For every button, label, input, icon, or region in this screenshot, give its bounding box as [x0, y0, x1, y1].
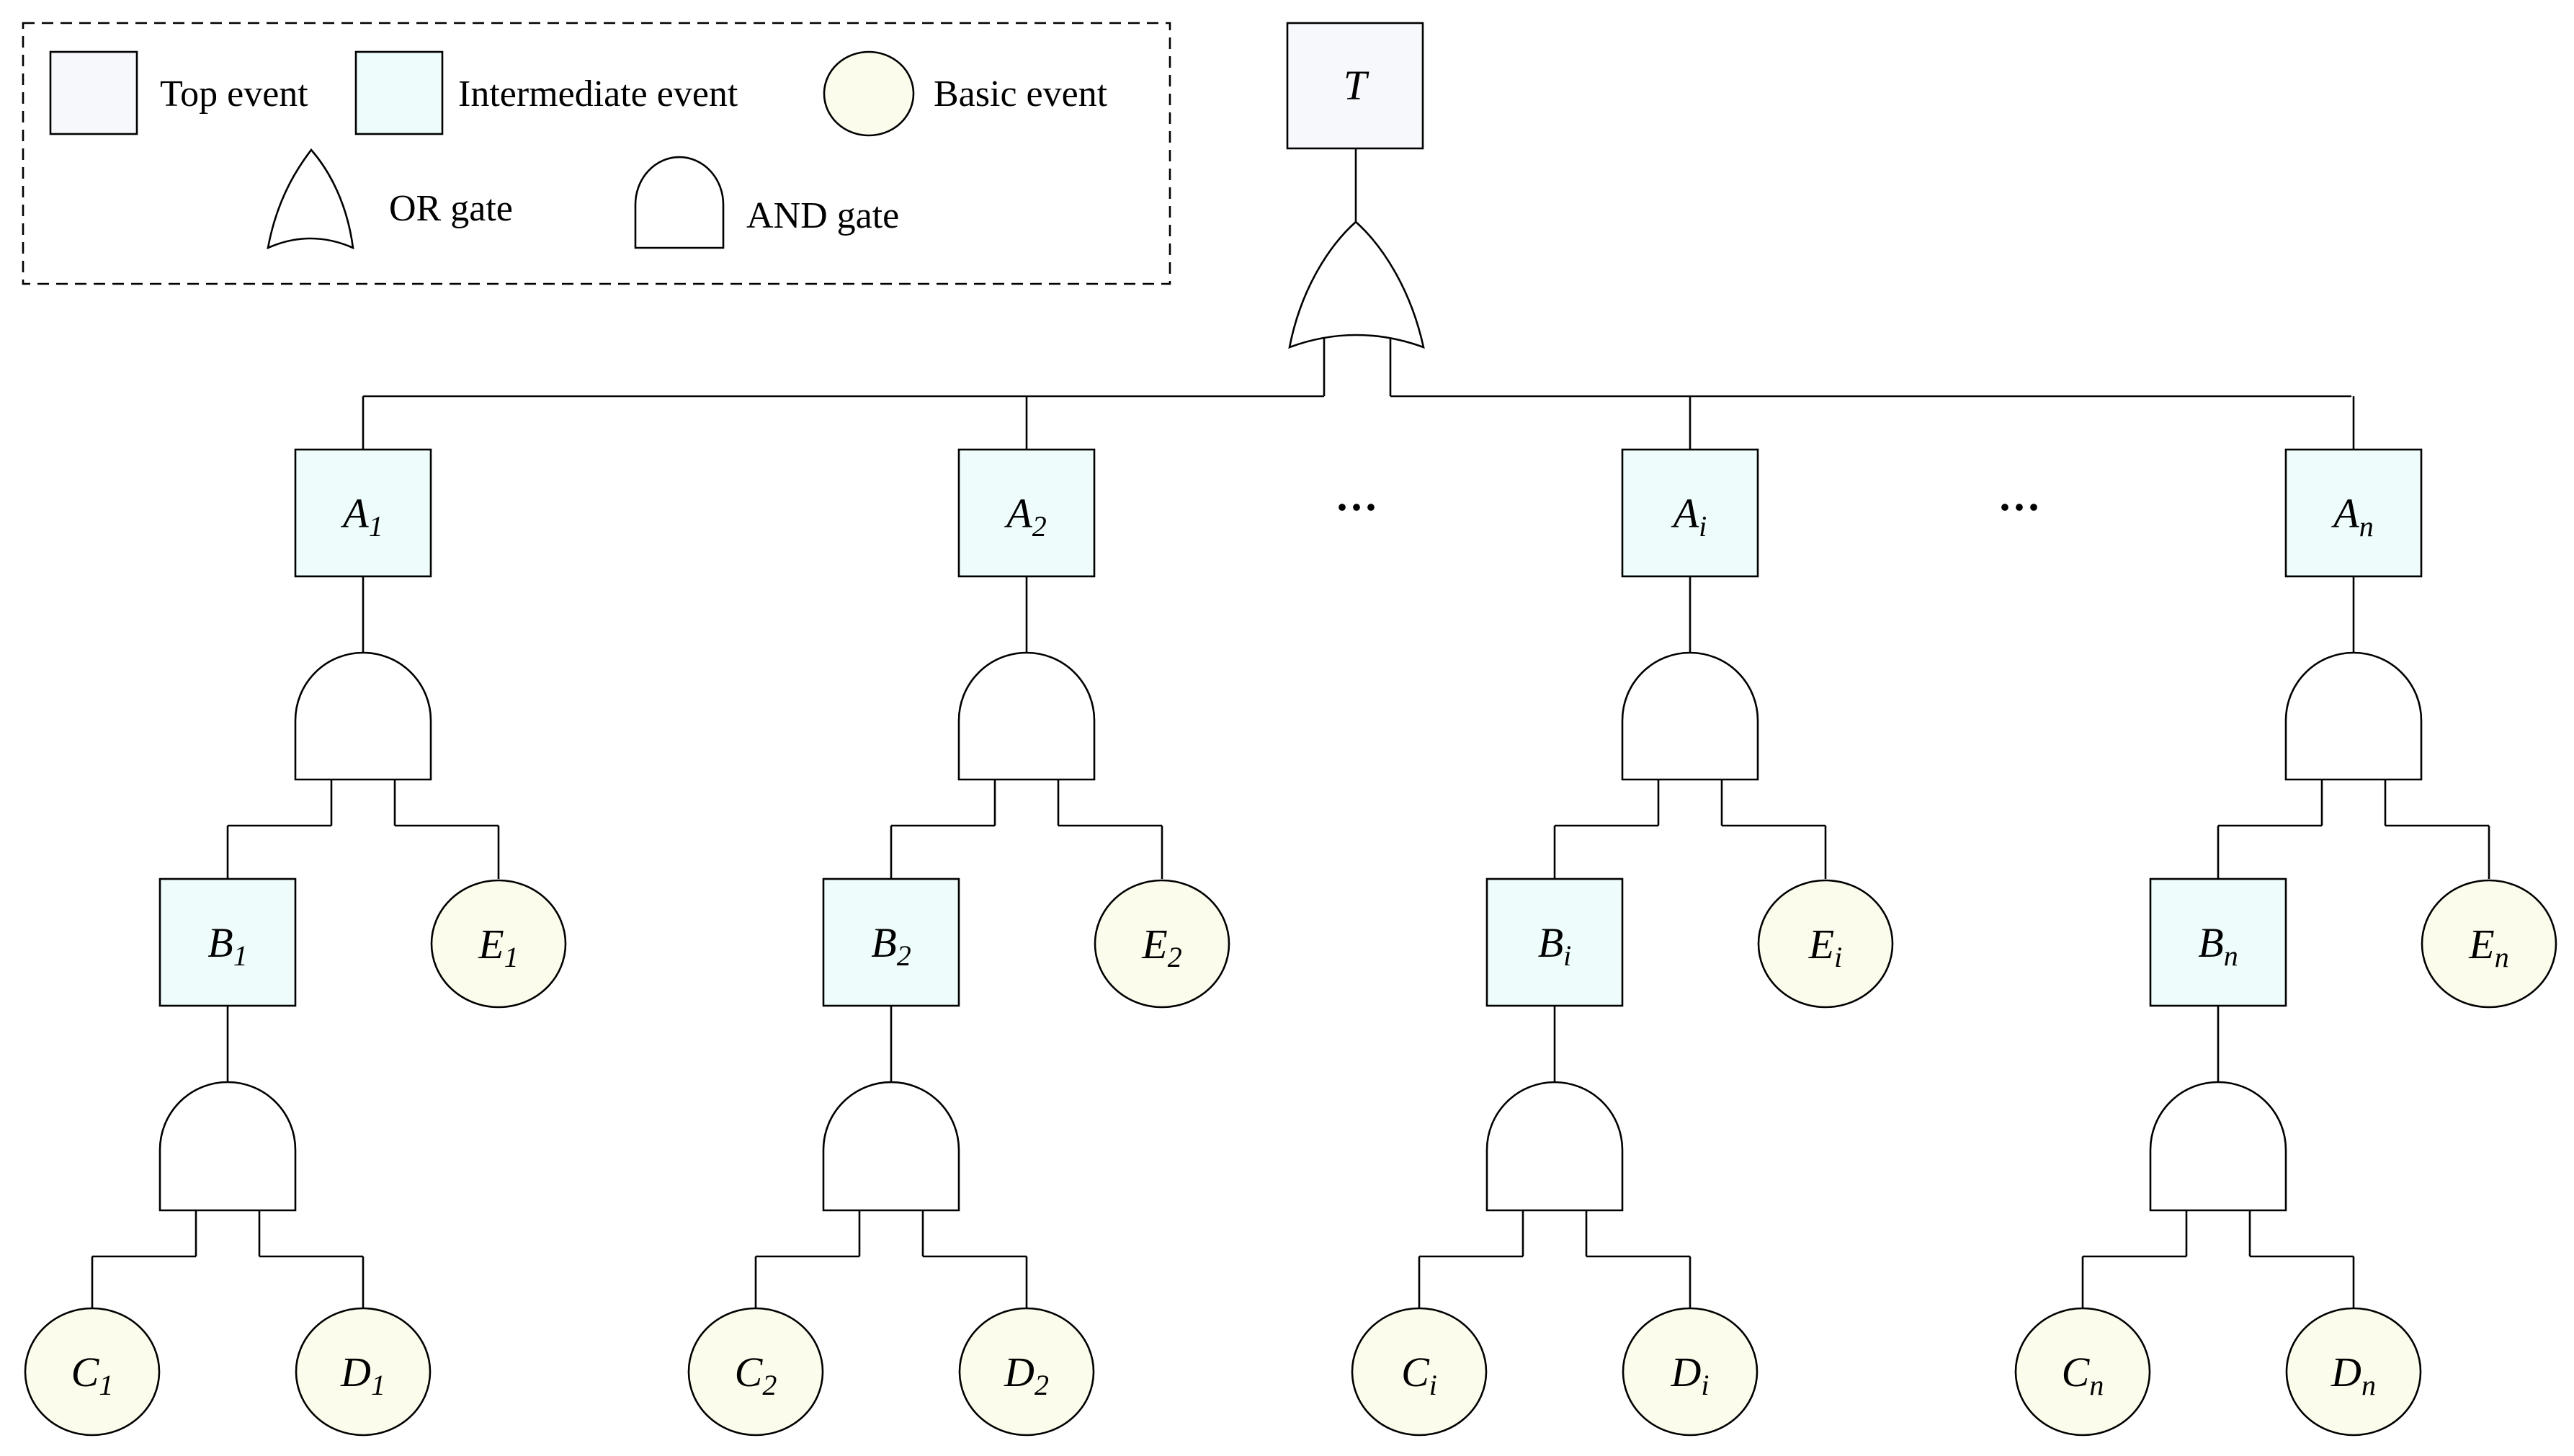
intermediate-event-a4: [2284, 448, 2423, 578]
and-gate-b1-icon: [158, 1081, 297, 1212]
basic-event-d3-label: Di: [1670, 1349, 1709, 1401]
legend-or-gate-icon: [267, 148, 354, 250]
basic-event-d2: [958, 1307, 1095, 1437]
ellipsis-1: ···: [1335, 483, 1378, 531]
legend-top-event-label: Top event: [160, 73, 308, 115]
intermediate-event-b3-label: Bi: [1538, 919, 1572, 972]
top-event-label: T: [1344, 62, 1369, 109]
basic-event-d4: [2285, 1307, 2422, 1437]
basic-event-e2: [1094, 879, 1230, 1009]
intermediate-event-b2: [822, 877, 960, 1007]
legend-and-gate-label: AND gate: [746, 195, 899, 236]
legend-intermediate-event-label: Intermediate event: [458, 73, 738, 115]
basic-event-e4: [2421, 879, 2557, 1009]
legend-and-gate-icon: [634, 156, 725, 249]
basic-event-c2-label: C2: [735, 1349, 777, 1401]
intermediate-event-a2: [957, 448, 1096, 578]
intermediate-event-b1-label: B1: [207, 919, 247, 972]
intermediate-event-b1: [158, 877, 297, 1007]
basic-event-d2-label: D2: [1004, 1349, 1049, 1401]
basic-event-e3-label: Ei: [1808, 921, 1843, 973]
intermediate-event-b3: [1485, 877, 1624, 1007]
basic-event-c3-label: Ci: [1401, 1349, 1437, 1401]
legend-top-event-swatch: [49, 50, 138, 135]
legend: Top event Intermediate event Basic event…: [22, 22, 1171, 285]
basic-event-e2-label: E2: [1141, 921, 1181, 973]
intermediate-event-a3: [1621, 448, 1759, 578]
and-gate-b2-icon: [822, 1081, 960, 1212]
basic-event-c2: [687, 1307, 824, 1437]
basic-event-e3: [1757, 879, 1894, 1009]
ellipsis-2: ···: [1998, 483, 2041, 531]
intermediate-event-b4: [2149, 877, 2287, 1007]
legend-basic-event-label: Basic event: [934, 73, 1108, 115]
and-gate-b4-icon: [2149, 1081, 2287, 1212]
basic-event-d1-label: D1: [340, 1349, 385, 1401]
intermediate-event-a1-label: A1: [340, 490, 383, 542]
basic-event-d3: [1622, 1307, 1759, 1437]
top-event: T: [363, 22, 2351, 398]
legend-intermediate-event-swatch: [354, 50, 444, 135]
and-gate-b3-icon: [1485, 1081, 1624, 1212]
intermediate-event-a3-label: Ai: [1671, 490, 1707, 542]
basic-event-e4-label: En: [2468, 921, 2508, 973]
intermediate-event-b4-label: Bn: [2198, 919, 2238, 972]
legend-border: [22, 22, 1171, 285]
basic-event-c4-label: Cn: [2062, 1349, 2104, 1401]
basic-event-c1: [24, 1307, 161, 1437]
legend-basic-event-swatch: [823, 50, 915, 137]
top-event-box: [1286, 22, 1424, 150]
and-gate-a3-icon: [1621, 651, 1759, 781]
basic-event-d1: [295, 1307, 432, 1437]
basic-event-e1: [430, 879, 567, 1009]
basic-event-c4: [2014, 1307, 2151, 1437]
basic-event-c1-label: C1: [71, 1349, 114, 1401]
basic-event-e1-label: E1: [478, 921, 518, 973]
intermediate-event-a2-label: A2: [1004, 490, 1046, 542]
intermediate-event-a1: [294, 448, 432, 578]
top-or-gate-icon: [1288, 220, 1425, 349]
legend-or-gate-label: OR gate: [389, 188, 513, 229]
and-gate-a1-icon: [294, 651, 432, 781]
intermediate-event-b2-label: B2: [871, 919, 911, 972]
basic-event-d4-label: Dn: [2331, 1349, 2376, 1401]
intermediate-event-a4-label: An: [2331, 490, 2373, 542]
basic-event-c3: [1351, 1307, 1488, 1437]
and-gate-a4-icon: [2284, 651, 2423, 781]
and-gate-a2-icon: [957, 651, 1096, 781]
